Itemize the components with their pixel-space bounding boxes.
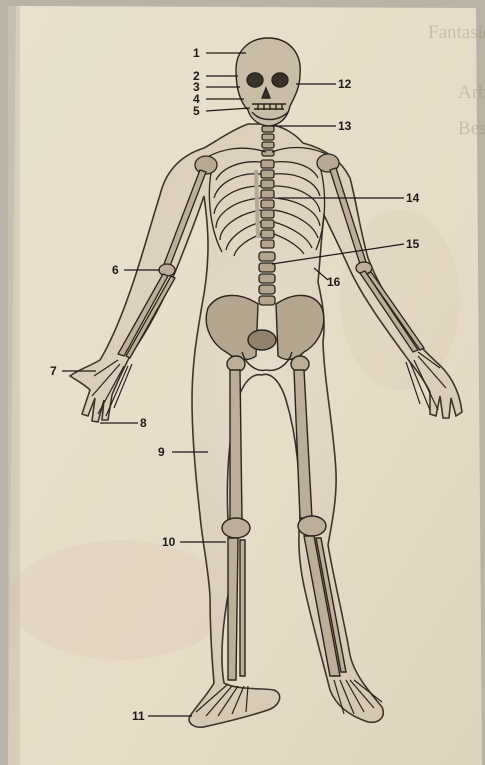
label-8: 8 — [140, 417, 147, 429]
label-5: 5 — [193, 105, 200, 117]
show-through-line-2: Beschreibungen ihre — [458, 118, 485, 140]
label-14: 14 — [406, 192, 419, 204]
label-15: 15 — [406, 238, 419, 250]
label-12: 12 — [338, 78, 351, 90]
spine — [259, 126, 275, 305]
label-9: 9 — [158, 446, 165, 458]
label-13: 13 — [338, 120, 351, 132]
label-6: 6 — [112, 264, 119, 276]
label-7: 7 — [50, 365, 57, 377]
show-through-line-1: Arbeitet in 2-Gruppen — [458, 82, 485, 104]
label-11: 11 — [132, 710, 145, 722]
page-left-shadow — [8, 6, 20, 765]
label-1: 1 — [193, 47, 200, 59]
label-10: 10 — [162, 536, 175, 548]
show-through-heading: Fantasiefiguren — [428, 22, 485, 44]
label-16: 16 — [327, 276, 340, 288]
